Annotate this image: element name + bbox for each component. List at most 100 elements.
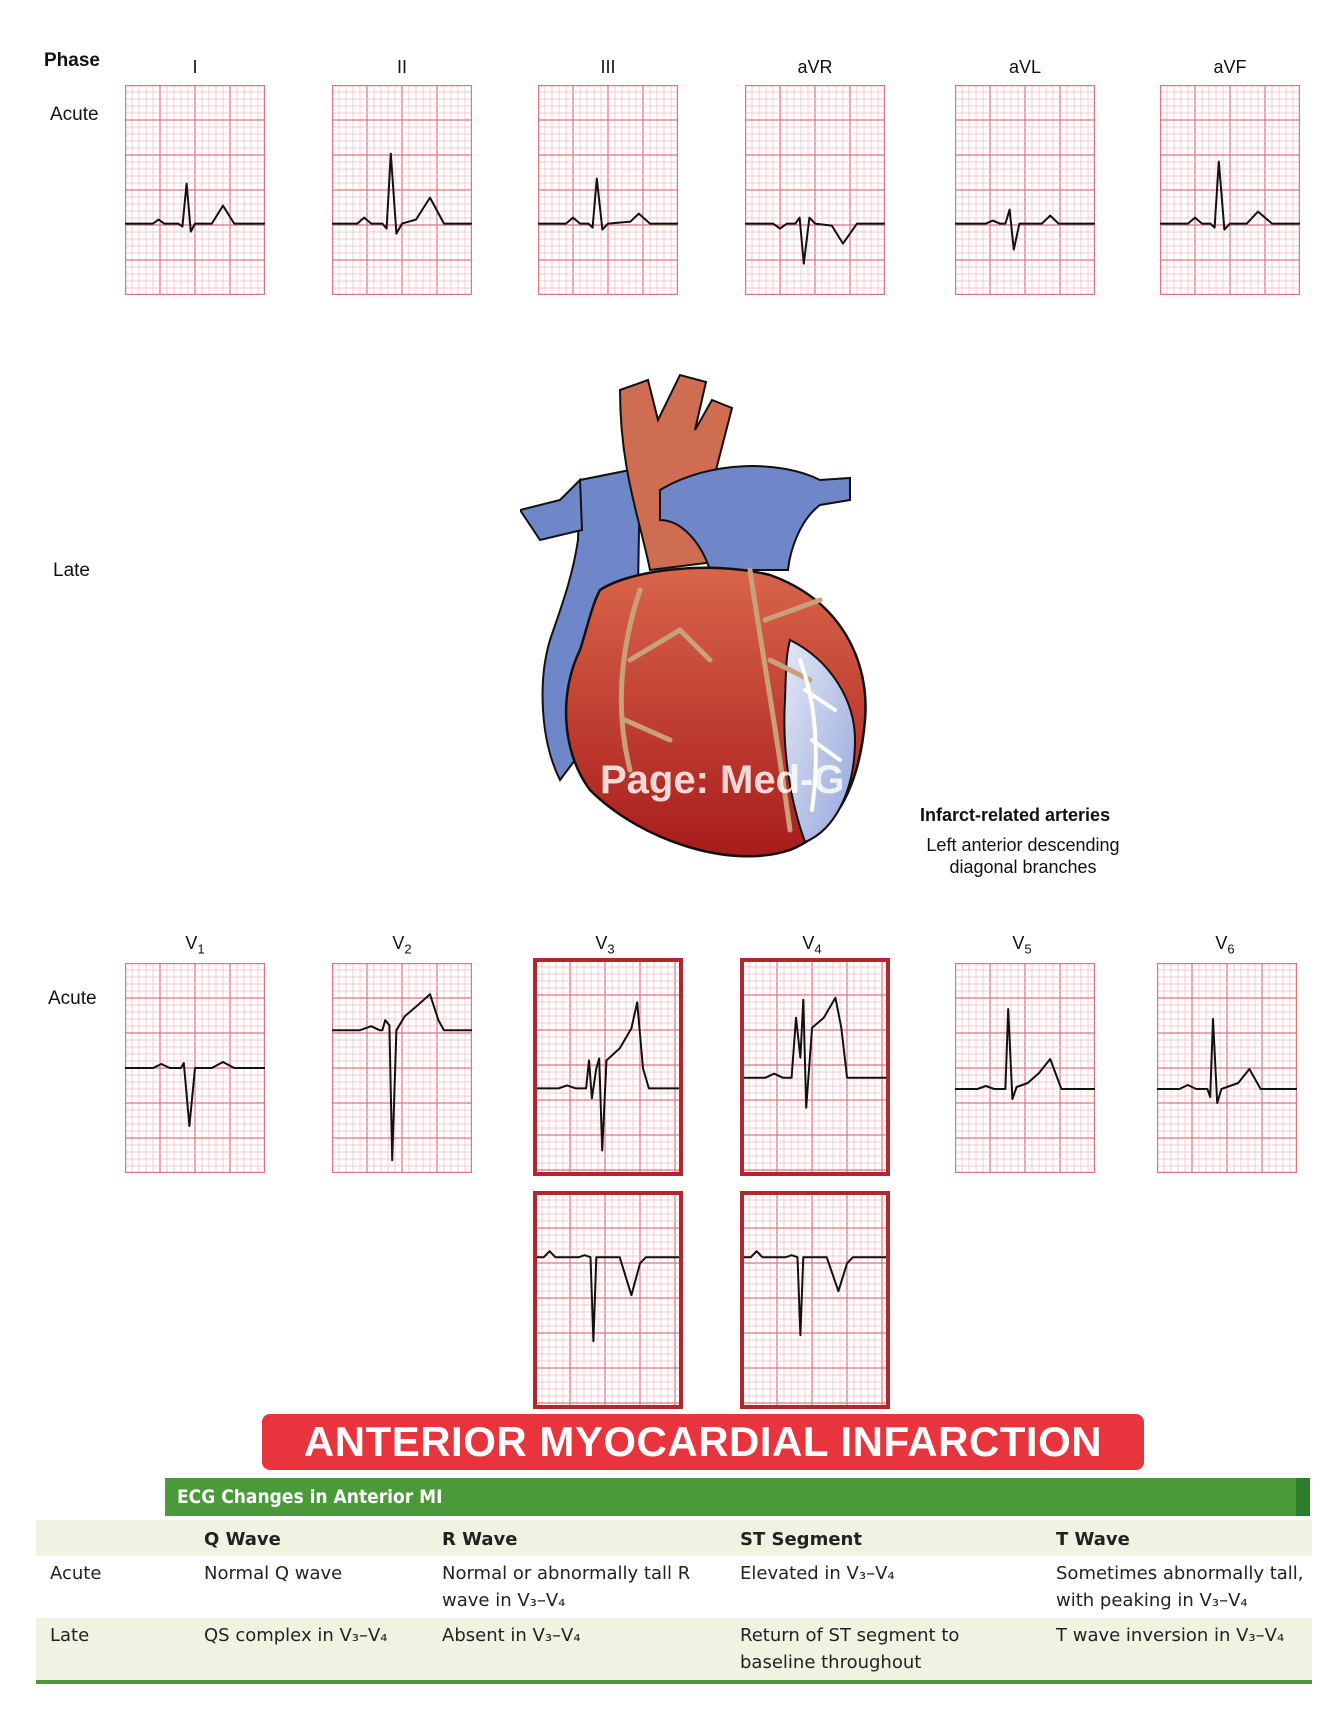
ecg-strip-v5 [955, 963, 1095, 1173]
cell-st: Elevated in V₃–V₄ [740, 1563, 895, 1584]
strip-border [955, 963, 1095, 1173]
ecg-trace [1157, 1018, 1297, 1104]
title-banner: ANTERIOR MYOCARDIAL INFARCTION [262, 1414, 1144, 1470]
ecg-trace [125, 1061, 265, 1127]
lead-title-ii: II [396, 57, 407, 77]
lead-letter: V [595, 933, 608, 953]
vein-branch [520, 477, 584, 542]
ecg-trace [332, 993, 472, 1162]
ecg-strip-avf [1160, 85, 1300, 295]
col-header-st: ST Segment [740, 1529, 862, 1550]
ecg-strip-v3-late [533, 1191, 683, 1409]
watermark: Page: Med-G [600, 758, 845, 802]
lead-subscript: 5 [1024, 941, 1032, 957]
lead-subscript: 2 [404, 941, 412, 957]
lead-title-v2: V2 [332, 933, 472, 957]
lead-title-v3: V3 [535, 933, 675, 957]
col-header-t: T Wave [1056, 1529, 1130, 1550]
acute-label-bottom: Acute [48, 988, 97, 1009]
lead-title-v4: V4 [742, 933, 882, 957]
heart-illustration [520, 373, 867, 858]
ecg-strip-v2 [332, 963, 472, 1173]
lead-subscript: 1 [197, 941, 205, 957]
strip-border [955, 85, 1095, 295]
annotation-line-1: Left anterior descending [926, 835, 1120, 855]
cell-r: Normal or abnormally tall R wave in V₃–V… [442, 1563, 691, 1611]
strip-border [742, 1193, 888, 1407]
ecg-trace [955, 208, 1095, 251]
table-title-accent [1296, 1478, 1310, 1516]
acute-label-top: Acute [50, 104, 99, 125]
lead-title-v1: V1 [125, 933, 265, 957]
ecg-trace [955, 1008, 1095, 1100]
pulmonary-artery [659, 465, 851, 571]
lead-subscript: 6 [1227, 941, 1235, 957]
ecg-strip-v3-acute [533, 958, 683, 1176]
ecg-strip-v6 [1157, 963, 1297, 1173]
strip-border [535, 960, 681, 1174]
lead-title-iii: III [600, 57, 616, 77]
table-header-row: Q Wave R Wave ST Segment T Wave [36, 1520, 1312, 1556]
table-row: Late QS complex in V₃–V₄ Absent in V₃–V₄… [36, 1618, 1312, 1684]
infarct-arteries [798, 658, 842, 812]
cell-st: Return of ST segment to baseline through… [740, 1625, 960, 1673]
ecg-strip-ii [332, 85, 472, 295]
lead-title-avf: aVF [1213, 57, 1247, 77]
cell-q: Normal Q wave [204, 1563, 343, 1584]
annotation-line-2: diagonal branches [949, 857, 1097, 877]
strip-border [332, 85, 472, 295]
lead-subscript: 4 [814, 941, 822, 957]
annotation-title: Infarct-related arteries [920, 805, 1111, 825]
phase-label: Phase [44, 50, 100, 71]
ecg-trace [538, 177, 678, 231]
strip-border [1160, 85, 1300, 295]
strip-border [125, 85, 265, 295]
strip-border [535, 1193, 681, 1407]
infarct-region [783, 638, 857, 844]
coronary-arteries [618, 567, 823, 833]
annotation-text: Left anterior descending diagonal branch… [908, 834, 1138, 878]
lead-title-avl: aVL [1008, 57, 1042, 77]
lead-letter: V [802, 933, 815, 953]
row-phase: Acute [50, 1563, 102, 1584]
cell-t: Sometimes abnormally tall, with peaking … [1056, 1563, 1304, 1611]
ecg-strip-v1 [125, 963, 265, 1173]
lead-letter: V [185, 933, 198, 953]
col-header-q: Q Wave [204, 1529, 281, 1550]
ecg-trace [745, 216, 885, 265]
ecg-strip-iii [538, 85, 678, 295]
strip-border [332, 963, 472, 1173]
ecg-strip-v4-acute [740, 958, 890, 1176]
table-title: ECG Changes in Anterior MI [165, 1478, 1310, 1516]
strip-border [538, 85, 678, 295]
ecg-trace [1160, 160, 1300, 231]
ecg-strip-i [125, 85, 265, 295]
cell-t: T wave inversion in V₃–V₄ [1056, 1625, 1285, 1646]
late-label: Late [53, 560, 90, 581]
lead-letter: V [392, 933, 405, 953]
ecg-trace [125, 182, 265, 233]
ecg-trace [535, 1250, 681, 1343]
ecg-trace [742, 996, 888, 1109]
table-row: Acute Normal Q wave Normal or abnormally… [36, 1556, 1312, 1618]
strip-border [745, 85, 885, 295]
strip-border [742, 960, 888, 1174]
lead-title-v6: V6 [1155, 933, 1295, 957]
lead-letter: V [1012, 933, 1025, 953]
row-phase: Late [50, 1625, 90, 1646]
cell-r: Absent in V₃–V₄ [442, 1625, 581, 1646]
ecg-trace [535, 1001, 681, 1152]
ecg-strip-avr [745, 85, 885, 295]
lead-title-avr: aVR [797, 57, 833, 77]
ecg-strip-v4-late [740, 1191, 890, 1409]
ecg-strip-avl [955, 85, 1095, 295]
cell-q: QS complex in V₃–V₄ [204, 1625, 388, 1646]
ecg-trace [742, 1250, 888, 1337]
lead-title-v5: V5 [952, 933, 1092, 957]
lead-letter: V [1215, 933, 1228, 953]
lead-subscript: 3 [607, 941, 615, 957]
strip-border [1157, 963, 1297, 1173]
col-header-r: R Wave [442, 1529, 518, 1550]
ecg-trace [332, 152, 472, 235]
lead-title-i: I [192, 57, 198, 77]
